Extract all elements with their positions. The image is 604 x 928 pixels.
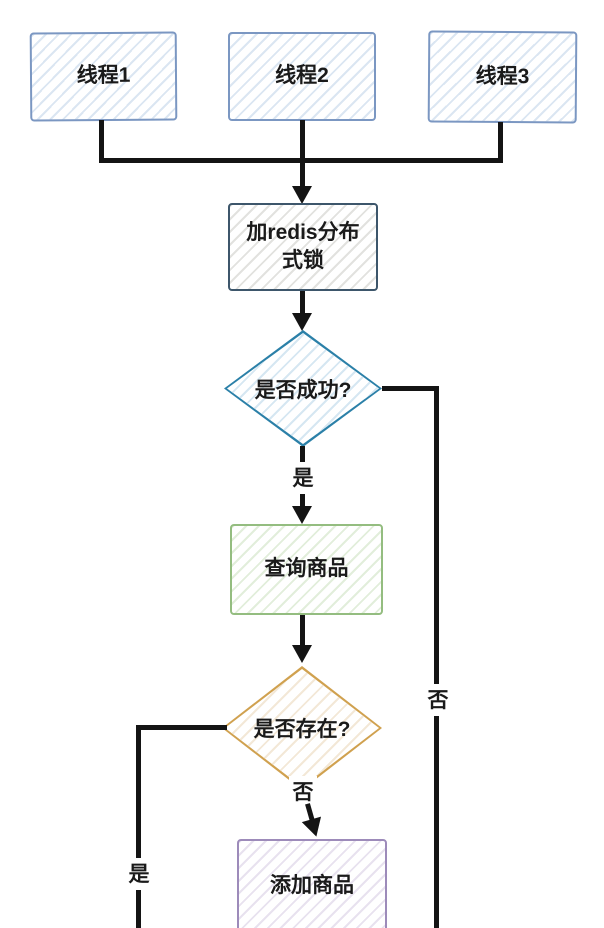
connector-merge-shaft — [300, 158, 305, 188]
connector-success-no-v2 — [434, 716, 439, 928]
node-thread3-label: 线程3 — [475, 64, 530, 89]
arrowhead-to-query — [292, 506, 312, 524]
node-thread2: 线程2 — [228, 32, 376, 121]
node-redis-lock: 加redis分布式锁 — [228, 203, 378, 291]
arrowhead-to-success — [292, 313, 312, 331]
decision-lock-success-label: 是否成功? — [254, 378, 352, 402]
connector-exists-yes-h — [138, 725, 227, 730]
decision-product-exists: 是否存在? — [222, 666, 382, 790]
edge-label-exists-no: 否 — [289, 776, 317, 806]
connector-query-out — [300, 615, 305, 645]
connector-lock-out — [300, 291, 305, 315]
connector-thread2-drop — [300, 120, 305, 162]
node-add-product-label: 添加商品 — [270, 874, 354, 898]
connector-exists-yes-v2 — [136, 890, 141, 928]
node-query-product: 查询商品 — [230, 524, 383, 615]
node-thread1: 线程1 — [29, 31, 178, 122]
edge-label-exists-yes: 是 — [125, 858, 153, 888]
connector-success-yes-shaft — [300, 494, 305, 508]
node-thread2-label: 线程2 — [275, 64, 329, 88]
arrowhead-to-add — [301, 816, 326, 840]
arrowhead-to-lock — [292, 186, 312, 204]
edge-label-success-yes: 是 — [289, 462, 317, 492]
connector-thread3-drop — [498, 122, 503, 162]
edge-label-success-no: 否 — [424, 684, 452, 714]
connector-success-yes-stub — [300, 446, 305, 462]
decision-product-exists-label: 是否存在? — [253, 718, 351, 741]
node-redis-lock-label: 加redis分布式锁 — [246, 220, 360, 272]
connector-exists-yes-v1 — [136, 725, 141, 858]
decision-lock-success: 是否成功? — [224, 330, 382, 447]
connector-success-no-h — [382, 386, 439, 391]
arrow-to-add — [296, 801, 327, 842]
node-thread1-label: 线程1 — [76, 64, 131, 88]
node-thread3: 线程3 — [427, 30, 578, 124]
arrowhead-to-exists — [292, 645, 312, 663]
node-add-product: 添加商品 — [237, 839, 387, 928]
node-query-product-label: 查询商品 — [264, 557, 349, 581]
connector-thread1-drop — [99, 120, 104, 162]
connector-success-no-v1 — [434, 386, 439, 685]
